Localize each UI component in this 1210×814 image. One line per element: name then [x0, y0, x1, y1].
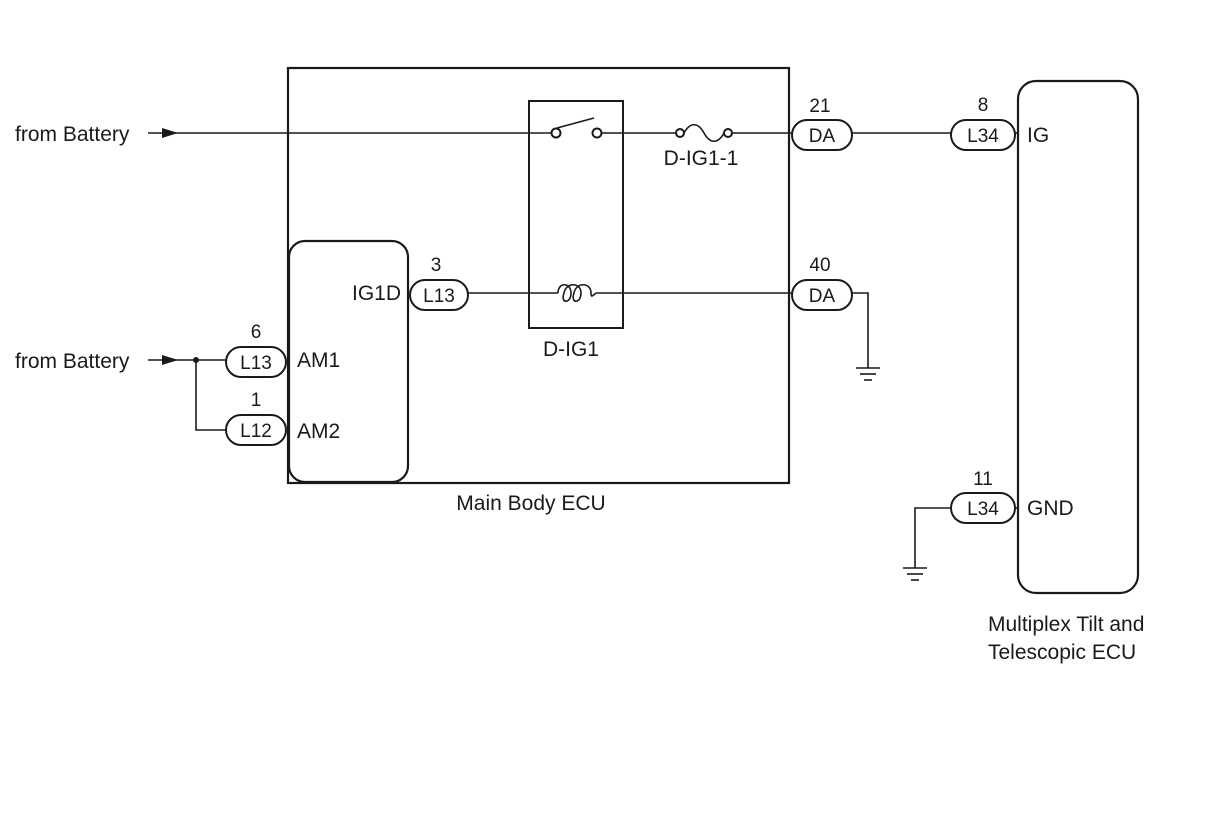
svg-text:L13: L13 — [240, 353, 272, 374]
pin-gnd-label: GND — [1027, 497, 1074, 520]
arrow-icon-bottom — [162, 355, 178, 365]
from-battery-label-top: from Battery — [15, 123, 130, 146]
connector-da-21: DA 21 — [791, 96, 853, 151]
switch-contact-left — [550, 127, 562, 139]
fuse-terminal-left — [675, 128, 685, 138]
connector-l34-11: L34 11 — [950, 469, 1016, 524]
svg-text:L34: L34 — [967, 499, 999, 520]
fuse-terminal-right — [723, 128, 733, 138]
tilt-ecu-label-line1: Multiplex Tilt and — [988, 613, 1144, 636]
pin-am1-label: AM1 — [297, 349, 340, 372]
svg-text:21: 21 — [809, 96, 830, 117]
connector-l13-3: L13 3 — [409, 255, 469, 311]
svg-text:L12: L12 — [240, 421, 272, 442]
arrow-icon-top — [162, 128, 178, 138]
connector-da-40: DA 40 — [791, 255, 853, 311]
svg-text:DA: DA — [809, 126, 836, 147]
svg-text:1: 1 — [251, 390, 262, 411]
svg-text:6: 6 — [251, 322, 262, 343]
tilt-telescopic-ecu-box — [1016, 79, 1140, 595]
svg-text:3: 3 — [431, 255, 442, 276]
connector-l34-8: L34 8 — [950, 95, 1016, 151]
pin-ig1d-label: IG1D — [352, 282, 401, 305]
svg-text:8: 8 — [978, 95, 989, 116]
svg-text:DA: DA — [809, 286, 836, 307]
connector-l12-1: L12 1 — [225, 390, 287, 446]
ground-icon-main — [856, 367, 880, 381]
relay-label: D-IG1 — [543, 338, 599, 361]
svg-text:11: 11 — [973, 469, 993, 490]
svg-text:40: 40 — [809, 255, 830, 276]
ground-icon-tilt — [903, 567, 927, 581]
switch-contact-right — [591, 127, 603, 139]
relay-coil-icon — [557, 283, 598, 303]
from-battery-label-bottom: from Battery — [15, 350, 130, 373]
connector-l13-6: L13 6 — [225, 322, 287, 378]
power-source-module — [287, 239, 410, 484]
tilt-ecu-label-line2: Telescopic ECU — [988, 641, 1136, 664]
relay-box — [528, 100, 624, 329]
main-body-ecu-label: Main Body ECU — [456, 492, 605, 515]
fuse-icon — [683, 123, 725, 143]
svg-text:L13: L13 — [423, 286, 455, 307]
fuse-label: D-IG1-1 — [664, 147, 739, 170]
pin-am2-label: AM2 — [297, 420, 340, 443]
main-body-ecu-box — [286, 66, 791, 485]
switch-blade — [556, 117, 595, 129]
pin-ig-label: IG — [1027, 124, 1049, 147]
svg-text:L34: L34 — [967, 126, 999, 147]
